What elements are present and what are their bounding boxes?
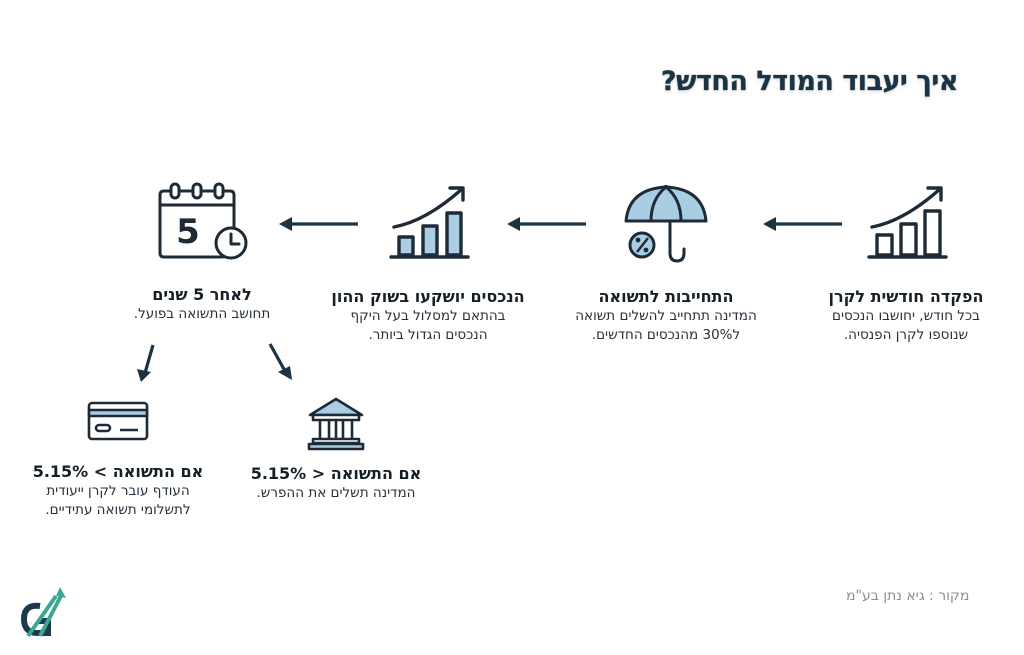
- arrow-down-right-icon: [268, 343, 292, 380]
- bank-building-icon: [307, 397, 365, 451]
- outcome-desc-line: המדינה תשלים את ההפרש.: [256, 485, 416, 501]
- credit-card-icon: [87, 401, 149, 441]
- outcome-desc-line: העודף עובר לקרן ייעודית: [46, 483, 190, 499]
- step-desc-line: בכל חודש, יחושבו הנכסים: [832, 308, 980, 324]
- umbrella-percent-icon: [624, 185, 708, 263]
- arrow-left-icon: [763, 217, 842, 231]
- svg-text:5: 5: [176, 212, 200, 252]
- brand-logo-icon: [20, 587, 66, 638]
- source-credit: מקור : גיא נתן בע"מ: [846, 588, 970, 604]
- step-monthly-deposit: הפקדה חודשית לקרן בכל חודש, יחושבו הנכסי…: [796, 183, 1016, 345]
- bar-chart-growth-filled-icon: [389, 186, 470, 259]
- step-heading: הפקדה חודשית לקרן: [828, 287, 984, 306]
- outcome-yield-below: אם התשואה < 5.15% המדינה תשלים את ההפרש.: [228, 396, 444, 503]
- calendar-5-clock-icon: 5: [158, 182, 248, 260]
- step-capital-market: הנכסים יושקעו בשוק ההון בהתאם למסלול בעל…: [318, 183, 538, 345]
- step-heading: לאחר 5 שנים: [152, 285, 252, 304]
- arrow-left-icon: [507, 217, 586, 231]
- page-title: איך יעבוד המודל החדש?: [660, 66, 959, 97]
- outcome-desc-line: לתשלומי תשואה עתידיים.: [45, 502, 191, 518]
- step-desc-line: הנכסים הגדול ביותר.: [368, 327, 488, 343]
- step-after-5-years: 5 לאחר 5 שנים תחושב התשואה בפועל.: [112, 181, 292, 324]
- step-heading: התחייבות לתשואה: [598, 287, 734, 306]
- step-heading: הנכסים יושקעו בשוק ההון: [331, 287, 525, 306]
- step-yield-commitment: התחייבות לתשואה המדינה תתחייב להשלים תשו…: [556, 183, 776, 345]
- outcome-yield-above: אם התשואה > 5.15% העודף עובר לקרן ייעודי…: [20, 400, 216, 520]
- bar-chart-growth-icon: [867, 186, 948, 259]
- outcome-heading: אם התשואה < 5.15%: [250, 464, 422, 483]
- step-desc-line: ל30% מהנכסים החדשים.: [591, 327, 741, 343]
- step-desc-line: בהתאם למסלול בעל היקף: [350, 308, 506, 324]
- step-desc-line: תחושב התשואה בפועל.: [133, 306, 271, 322]
- step-desc-line: המדינה תתחייב להשלים תשואה: [575, 308, 757, 324]
- outcome-heading: אם התשואה > 5.15%: [32, 462, 204, 481]
- arrow-left-icon: [279, 217, 358, 231]
- arrow-down-left-icon: [137, 344, 155, 382]
- step-desc-line: שנוספו לקרן הפנסיה.: [843, 327, 969, 343]
